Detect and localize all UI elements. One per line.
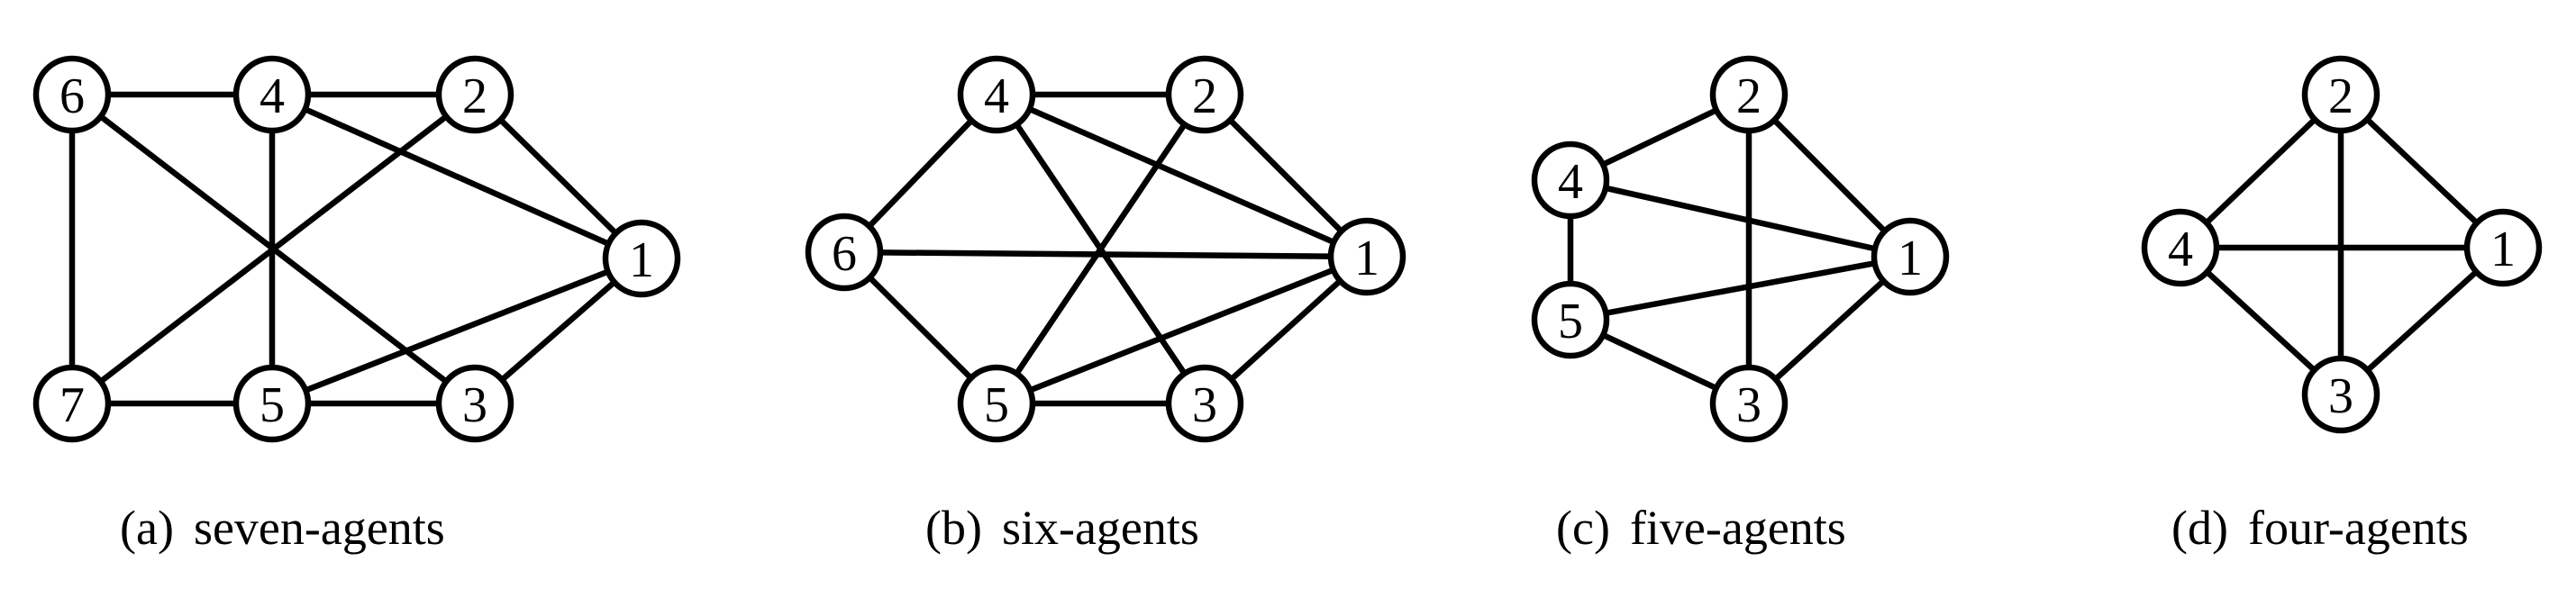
caption-letter: (d) [2171,501,2228,555]
caption-letter: (c) [1556,501,1610,555]
node-circle [805,213,884,292]
node-circle [602,219,681,298]
node-circle [232,55,312,134]
node-circle [2141,208,2220,287]
node-circle [32,55,112,134]
node-label: 5 [1558,294,1583,349]
edge-2-5 [993,91,1208,407]
node-1: 1 [1327,217,1406,296]
node-circle [1531,140,1610,220]
node-label: 4 [984,68,1009,124]
node-label: 4 [1558,154,1583,210]
node-label: 5 [259,377,285,433]
node-label: 3 [1736,377,1761,433]
node-circle [1327,217,1406,296]
node-circle [2301,355,2380,434]
node-label: 2 [2328,68,2353,124]
caption-six-agents: (b) six-agents [925,501,1199,555]
node-label: 5 [984,377,1009,433]
edge-5-1 [269,255,645,407]
edge-4-1 [1567,177,1914,260]
node-1: 1 [602,219,681,298]
node-circle [1709,364,1789,443]
caption-text: four-agents [2248,501,2469,555]
edge-7-2 [68,91,478,407]
caption-five-agents: (c) five-agents [1556,501,1846,555]
node-2: 2 [1165,55,1244,134]
graph-five-agents: 1 2 3 4 5 [1531,55,1950,443]
node-3: 3 [435,364,514,443]
node-label: 3 [462,377,487,433]
node-7: 7 [32,364,112,443]
node-6: 6 [805,213,884,292]
node-circle [1709,55,1789,134]
node-2: 2 [435,55,514,134]
graph-six-agents: 1 2 3 4 5 6 [805,55,1406,443]
node-2: 2 [1709,55,1789,134]
node-3: 3 [1165,364,1244,443]
edge-4-1 [269,91,645,262]
graph-seven-agents: 1 2 3 4 5 6 7 [32,55,681,443]
node-circle [435,364,514,443]
node-circle [1165,55,1244,134]
node-circle [232,364,312,443]
caption-seven-agents: (a) seven-agents [120,501,445,555]
node-circle [957,364,1036,443]
node-4: 4 [957,55,1036,134]
node-circle [957,55,1036,134]
node-label: 3 [2328,368,2353,424]
node-label: 6 [832,226,857,282]
node-circle [435,55,514,134]
node-5: 5 [232,364,312,443]
node-circle [1871,217,1950,296]
node-5: 5 [1531,280,1610,359]
edge-5-1 [1567,253,1914,323]
node-circle [32,364,112,443]
node-6: 6 [32,55,112,134]
caption-four-agents: (d) four-agents [2171,501,2469,555]
node-label: 7 [59,377,85,433]
node-label: 2 [1736,68,1761,124]
node-label: 1 [1354,231,1379,286]
node-label: 3 [1192,377,1217,433]
node-4: 4 [2141,208,2220,287]
caption-text: seven-agents [194,501,445,555]
edge-4-1 [993,91,1370,260]
node-3: 3 [1709,364,1789,443]
node-circle [1165,364,1244,443]
node-label: 4 [259,68,285,124]
node-label: 6 [59,68,85,124]
node-label: 2 [462,68,487,124]
caption-text: five-agents [1630,501,1846,555]
caption-letter: (a) [120,501,174,555]
node-4: 4 [232,55,312,134]
node-3: 3 [2301,355,2380,434]
node-label: 4 [2168,222,2193,277]
graph-four-agents: 1 2 3 4 [2141,55,2543,434]
node-label: 1 [1898,231,1923,286]
edge-2-1 [471,91,645,262]
node-label: 2 [1192,68,1217,124]
caption-text: six-agents [1002,501,1199,555]
node-label: 1 [629,232,654,288]
node-circle [1531,280,1610,359]
node-2: 2 [2301,55,2380,134]
node-1: 1 [1871,217,1950,296]
edge-5-1 [993,253,1370,407]
node-label: 1 [2490,222,2516,277]
node-5: 5 [957,364,1036,443]
node-circle [2301,55,2380,134]
caption-letter: (b) [925,501,982,555]
node-4: 4 [1531,140,1610,220]
node-circle [2463,208,2543,287]
node-1: 1 [2463,208,2543,287]
